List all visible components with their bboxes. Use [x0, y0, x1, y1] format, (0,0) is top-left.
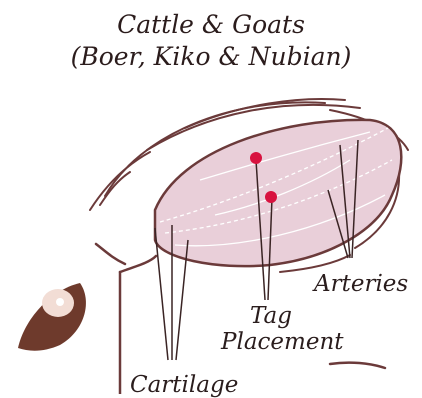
tag-dot-upper	[250, 152, 262, 164]
tag-label: Tag	[250, 303, 292, 329]
placement-label: Placement	[221, 329, 344, 355]
cartilage-label: Cartilage	[130, 372, 238, 398]
ear-body	[155, 120, 401, 266]
arteries-label: Arteries	[314, 271, 408, 297]
eye-icon	[18, 283, 86, 351]
tag-dot-lower	[265, 191, 277, 203]
